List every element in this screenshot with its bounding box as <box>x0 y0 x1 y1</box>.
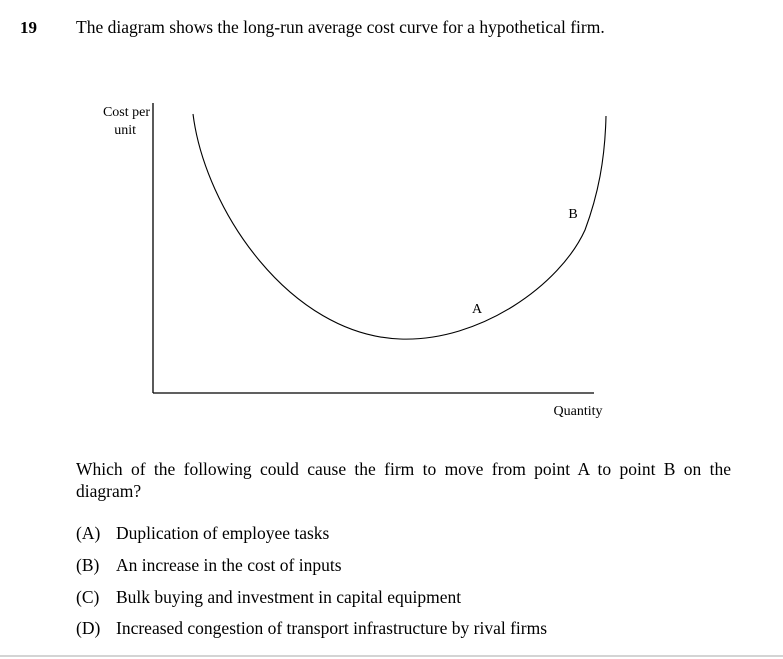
option-letter: (A) <box>76 523 101 543</box>
lrac-curve <box>192 113 607 340</box>
option-text: Duplication of employee tasks <box>116 523 330 543</box>
y-axis-label-line2: unit <box>114 123 136 138</box>
option-b[interactable]: (B) An increase in the cost of inputs <box>76 552 547 584</box>
option-text: Increased congestion of transport infras… <box>116 618 548 639</box>
option-text: Bulk buying and investment in capital eq… <box>116 586 462 607</box>
answer-options: (A) Duplication of employee tasks (B) An i… <box>76 520 547 647</box>
lrac-diagram: Cost per unit Quantity A B <box>103 103 607 419</box>
bottom-divider <box>0 655 783 657</box>
option-letter: (C) <box>76 586 100 607</box>
y-axis-label-line1: Cost per <box>103 105 150 120</box>
option-d[interactable]: (D) Increased congestion of transport inf… <box>76 615 547 647</box>
option-text: An increase in the cost of inputs <box>116 554 342 575</box>
option-a[interactable]: (A) Duplication of employee tasks <box>76 520 547 552</box>
question-stem: The diagram shows the long-run average c… <box>76 17 605 37</box>
x-axis-label: Quantity <box>554 404 603 419</box>
point-b-label: B <box>568 207 577 222</box>
question-number: 19 <box>20 18 37 37</box>
question-prompt: Which of the following could cause the f… <box>76 459 731 501</box>
option-c[interactable]: (C) Bulk buying and investment in capital… <box>76 584 547 616</box>
point-a-label: A <box>472 302 483 317</box>
option-letter: (B) <box>76 554 100 575</box>
option-letter: (D) <box>76 618 101 639</box>
